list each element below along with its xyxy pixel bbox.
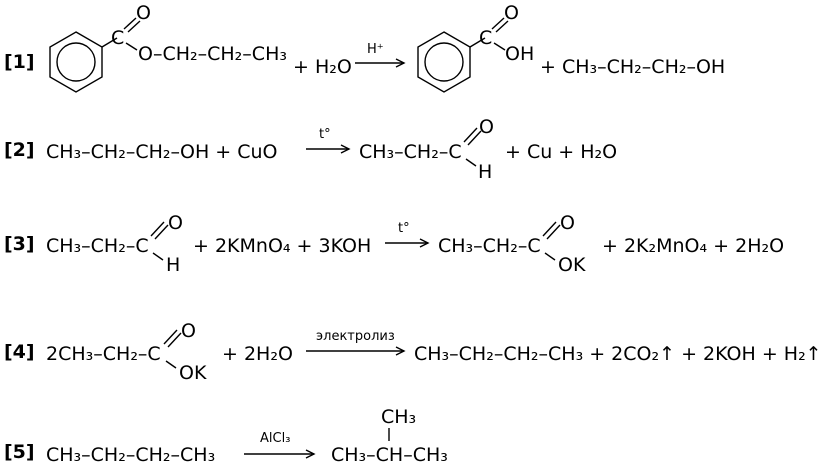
water-reagent: + H₂O <box>293 56 352 78</box>
condition-acid: H⁺ <box>367 42 384 57</box>
reaction-arrow-icon <box>385 238 430 248</box>
aldehyde-chain: CH₃–CH₂–C <box>359 141 462 163</box>
carbonyl-oxygen: O <box>168 212 183 234</box>
butane-reactant: CH₃–CH₂–CH₂–CH₃ <box>46 444 215 466</box>
reaction-arrow-icon <box>355 58 406 68</box>
condition-electrolysis: электролиз <box>316 329 395 344</box>
condition-catalyst: AlCl₃ <box>260 431 290 446</box>
carbonyl-oxygen: O <box>560 212 575 234</box>
aldehyde-chain: CH₃–CH₂–C <box>46 235 149 257</box>
isobutane-product: CH₃–CH–CH₃ <box>331 444 448 466</box>
reaction-2-byproducts: + Cu + H₂O <box>505 141 617 163</box>
reaction-arrow-icon <box>306 144 351 154</box>
reaction-5-label: [5] <box>4 441 35 463</box>
reaction-3-reagents: + 2KMnO₄ + 3KOH <box>193 235 371 257</box>
carbonyl-carbon: C <box>479 27 492 49</box>
potassium-salt-group: OK <box>558 254 586 276</box>
reaction-2-label: [2] <box>4 139 35 161</box>
condition-temperature: t° <box>319 127 331 142</box>
reaction-arrow-icon <box>244 449 316 459</box>
benzene-ring-icon <box>49 31 103 93</box>
aldehyde-hydrogen: H <box>166 254 180 276</box>
reaction-4-label: [4] <box>4 341 35 363</box>
potassium-salt-group: OK <box>179 362 207 384</box>
aldehyde-hydrogen: H <box>478 161 492 183</box>
carboxylate-chain: CH₃–CH₂–C <box>438 235 541 257</box>
benzene-ring-icon <box>417 31 471 93</box>
double-bond <box>123 17 137 30</box>
carbonyl-oxygen: O <box>136 2 151 24</box>
hydroxyl-group: OH <box>505 43 534 65</box>
reaction-4-products: CH₃–CH₂–CH₂–CH₃ + 2CO₂↑ + 2KOH + H₂↑ <box>414 343 822 365</box>
condition-temperature: t° <box>398 221 410 236</box>
carbonyl-carbon: C <box>111 27 124 49</box>
ester-chain: O–CH₂–CH₂–CH₃ <box>138 43 287 65</box>
reaction-1-label: [1] <box>4 51 35 73</box>
reaction-arrow-icon <box>306 346 406 356</box>
propanol-product: + CH₃–CH₂–CH₂–OH <box>540 56 725 78</box>
reaction-2-reactants: CH₃–CH₂–CH₂–OH + CuO <box>46 141 278 163</box>
bond <box>101 37 118 48</box>
carbonyl-oxygen: O <box>181 320 196 342</box>
isobutane-methyl-branch: CH₃ <box>381 406 416 428</box>
carbonyl-oxygen: O <box>479 116 494 138</box>
carboxylate-chain: 2CH₃–CH₂–C <box>46 343 161 365</box>
reaction-4-reagent: + 2H₂O <box>222 343 293 365</box>
reaction-3-label: [3] <box>4 233 35 255</box>
carbonyl-oxygen: O <box>504 2 519 24</box>
reaction-3-byproducts: + 2K₂MnO₄ + 2H₂O <box>602 235 784 257</box>
